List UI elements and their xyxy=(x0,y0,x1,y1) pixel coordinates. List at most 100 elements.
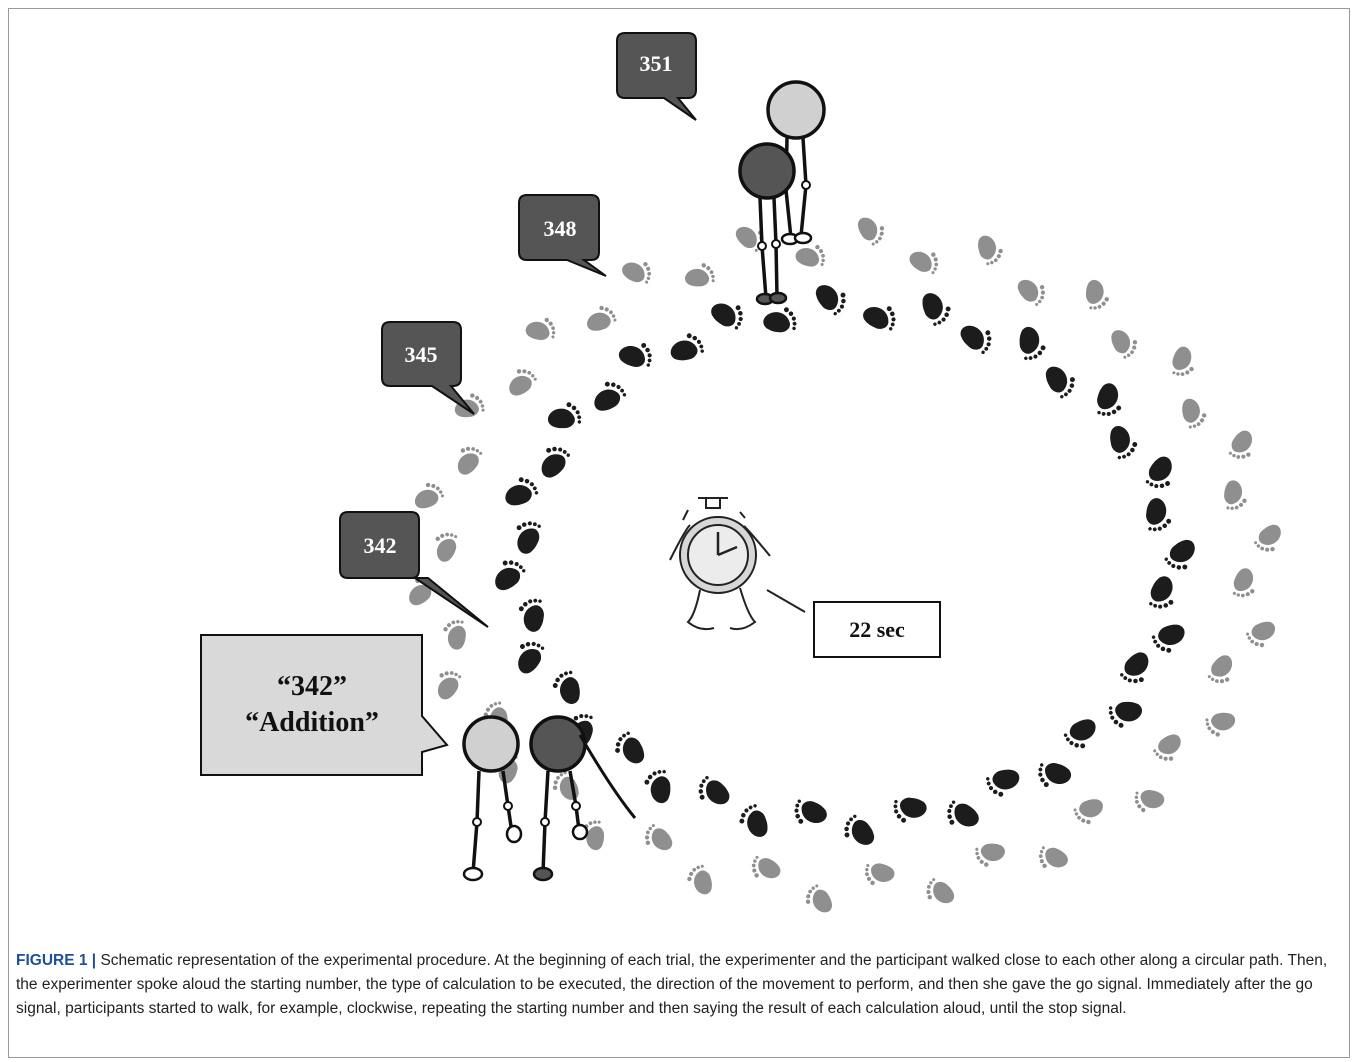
footprint xyxy=(1207,654,1233,684)
footprint xyxy=(1036,841,1070,872)
footprint xyxy=(620,258,654,289)
footprint xyxy=(549,768,586,803)
footprint xyxy=(516,641,546,674)
footprint xyxy=(1104,327,1141,362)
footprint xyxy=(436,670,463,700)
bubble-label-342: 342 xyxy=(364,533,397,558)
footprint xyxy=(1165,344,1198,380)
footprint xyxy=(1227,566,1258,600)
footprint xyxy=(971,834,1008,871)
timer-label-box: 22 sec xyxy=(813,601,941,658)
footprint xyxy=(514,594,554,635)
participant-figure-bottom xyxy=(529,715,637,882)
footprint xyxy=(523,314,560,349)
footprint xyxy=(760,303,801,343)
footprint xyxy=(1143,574,1177,612)
footprint xyxy=(1070,791,1106,828)
number-bubble-345: 345 xyxy=(381,321,475,415)
footprint xyxy=(513,518,547,556)
participant-figure-top xyxy=(738,142,796,306)
footprint xyxy=(584,302,620,339)
footprint xyxy=(457,446,483,476)
footprint xyxy=(735,800,777,841)
footprint xyxy=(1227,430,1254,460)
footprint xyxy=(1061,712,1099,752)
figure-frame xyxy=(8,8,1350,1058)
outer-footprint-ring xyxy=(407,215,1283,915)
footprint xyxy=(502,473,542,515)
inner-footprint-ring xyxy=(493,283,1197,847)
footprint xyxy=(750,853,782,881)
footprint xyxy=(432,530,463,564)
footprint xyxy=(1009,323,1050,365)
number-bubble-351: 351 xyxy=(616,32,697,121)
bubble-label-351: 351 xyxy=(640,51,673,76)
footprint xyxy=(548,666,590,708)
footprint xyxy=(507,366,539,401)
footprint xyxy=(1136,495,1176,536)
footprint xyxy=(540,445,571,480)
footprint xyxy=(925,877,956,904)
bubble-label-345: 345 xyxy=(405,342,438,367)
footprint xyxy=(412,479,447,516)
procedure-diagram: 351 348 345 342 “342” “Addition” 22 sec xyxy=(200,32,1283,915)
footprint xyxy=(1162,535,1197,573)
footprint xyxy=(1173,395,1211,433)
footprint xyxy=(667,329,709,371)
footprint xyxy=(1130,781,1167,816)
footprint xyxy=(643,823,675,852)
experimenter-figure-bottom xyxy=(462,715,523,882)
footprint xyxy=(1015,278,1047,307)
footprint xyxy=(793,241,829,275)
footprint xyxy=(889,787,930,827)
figure-caption: FIGURE 1 | Schematic representation of t… xyxy=(16,949,1342,1021)
footprint xyxy=(913,289,955,330)
footprint xyxy=(946,799,980,828)
bubble-label-348: 348 xyxy=(544,216,577,241)
footprint xyxy=(1201,703,1239,741)
footprint xyxy=(1034,754,1074,791)
footprint xyxy=(861,855,897,889)
footprint xyxy=(1104,691,1146,732)
footprint xyxy=(493,557,528,595)
footprint xyxy=(1088,380,1126,420)
footprint xyxy=(1148,615,1188,657)
experimenter-speech-box: “342” “Addition” xyxy=(200,634,449,776)
footprint xyxy=(1243,614,1278,651)
footprint xyxy=(1252,521,1283,554)
footprint xyxy=(1144,456,1174,489)
footprint xyxy=(1100,422,1142,464)
footprint xyxy=(841,812,879,847)
speech-line-number: “342” xyxy=(277,671,347,702)
footprint xyxy=(908,249,940,277)
speech-line-operation: “Addition” xyxy=(245,707,379,738)
footprint xyxy=(1119,650,1150,685)
footprint xyxy=(697,775,732,806)
footprint xyxy=(1038,363,1079,402)
caption-text: Schematic representation of the experime… xyxy=(16,952,1328,1017)
footprint xyxy=(710,302,744,331)
timer-label: 22 sec xyxy=(849,617,905,642)
footprint xyxy=(958,324,993,355)
footprint xyxy=(792,794,829,828)
footprint xyxy=(981,759,1023,801)
footprint xyxy=(544,398,586,439)
footprint xyxy=(811,283,849,318)
footprint xyxy=(802,882,838,915)
caption-label: FIGURE 1 | xyxy=(16,952,97,969)
footprint xyxy=(591,378,629,418)
footprint xyxy=(852,215,888,248)
footprint xyxy=(861,302,898,336)
number-bubble-342: 342 xyxy=(339,511,489,628)
footprint xyxy=(616,339,656,376)
number-bubble-348: 348 xyxy=(518,194,607,277)
footprint xyxy=(1151,729,1183,764)
footprint xyxy=(969,232,1007,269)
footprint xyxy=(611,728,652,767)
experimenter-figure-top xyxy=(766,80,826,246)
footprint xyxy=(682,259,719,296)
footprint xyxy=(683,861,721,898)
stopwatch-icon xyxy=(669,497,806,631)
footprint xyxy=(439,615,475,653)
footprint xyxy=(1215,477,1251,515)
